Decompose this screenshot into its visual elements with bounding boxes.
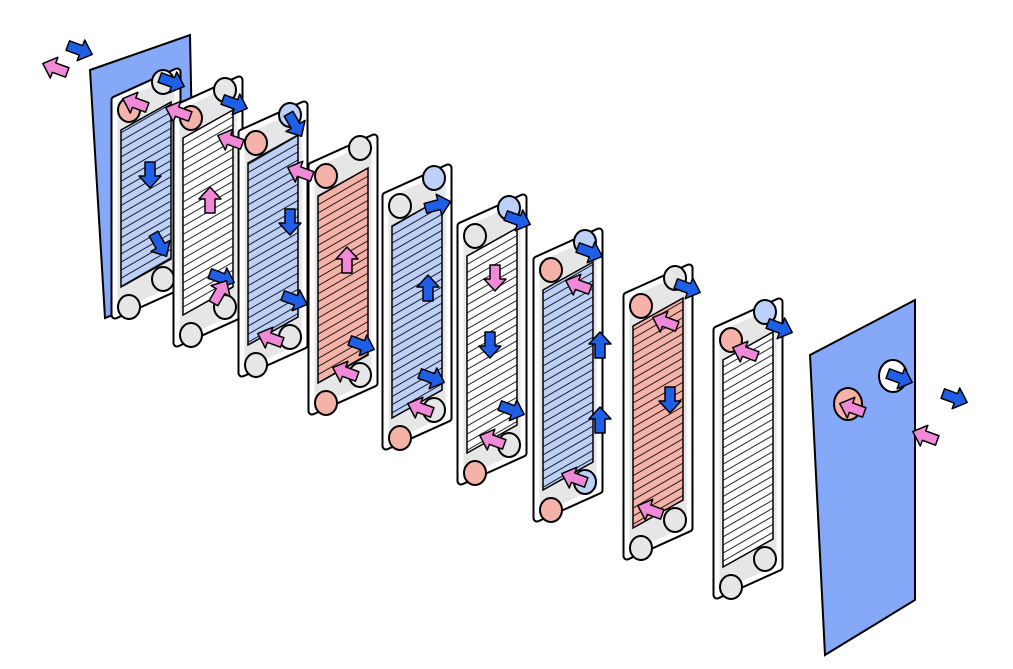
- hot-flow-arrow-icon: [565, 273, 593, 296]
- heat-exchanger-plate: [622, 263, 694, 561]
- hot-flow-arrow-icon: [332, 360, 360, 383]
- hot-flow-arrow-icon: [912, 424, 940, 447]
- hot-flow-arrow-icon: [287, 160, 315, 183]
- port-hole: [463, 223, 487, 249]
- cold-flow-arrow-icon: [416, 274, 440, 302]
- hot-flow-arrow-icon: [407, 396, 435, 419]
- port-hole: [539, 497, 563, 523]
- flow-arrows: [42, 39, 968, 521]
- port-hole: [753, 299, 777, 325]
- heat-exchanger-plate: [712, 297, 784, 600]
- port-hole: [629, 535, 653, 561]
- cold-flow-arrow-icon: [148, 230, 171, 258]
- port-hole: [179, 322, 203, 348]
- cold-flow-arrow-icon: [157, 71, 185, 94]
- hot-flow-arrow-icon: [483, 264, 507, 292]
- port-hole: [629, 293, 653, 319]
- cold-flow-arrow-icon: [478, 331, 502, 359]
- cold-flow-arrow-icon: [65, 39, 93, 62]
- port-hole: [719, 574, 743, 600]
- hot-flow-arrow-icon: [122, 91, 150, 114]
- cold-flow-arrow-icon: [423, 193, 452, 217]
- hot-flow-arrow-icon: [198, 186, 222, 214]
- hot-flow-arrow-icon: [652, 310, 680, 333]
- port-hole: [151, 266, 175, 292]
- cold-flow-arrow-icon: [940, 387, 968, 410]
- cold-flow-arrow-icon: [588, 331, 612, 359]
- cold-flow-arrow-icon: [497, 399, 525, 422]
- cold-flow-arrow-icon: [503, 209, 531, 232]
- pressure-plate: [808, 298, 916, 657]
- port-hole: [348, 135, 372, 161]
- heat-exchanger-plate: [532, 227, 604, 523]
- hot-flow-arrow-icon: [732, 340, 760, 363]
- port-hole: [244, 352, 268, 378]
- cold-flow-arrow-icon: [765, 317, 793, 340]
- heat-exchanger-plate: [307, 133, 379, 416]
- cold-flow-arrow-icon: [673, 277, 701, 300]
- hot-flow-arrow-icon: [165, 100, 193, 123]
- port-hole: [539, 257, 563, 283]
- cold-flow-arrow-icon: [885, 367, 913, 390]
- cold-flow-arrow-icon: [347, 334, 375, 357]
- hot-flow-arrow-icon: [479, 428, 507, 451]
- hot-flow-arrow-icon: [217, 128, 245, 151]
- hot-flow-arrow-icon: [335, 246, 359, 274]
- cold-flow-arrow-icon: [575, 241, 603, 264]
- cold-flow-arrow-icon: [658, 386, 682, 414]
- cold-flow-arrow-icon: [220, 93, 248, 116]
- cold-flow-arrow-icon: [138, 161, 162, 189]
- plate-stack: [110, 67, 784, 600]
- cold-flow-arrow-icon: [278, 208, 302, 236]
- cold-flow-arrow-icon: [588, 406, 612, 434]
- hot-flow-arrow-icon: [637, 498, 665, 521]
- cold-flow-arrow-icon: [283, 110, 306, 138]
- hot-flow-arrow-icon: [839, 396, 867, 419]
- port-hole: [663, 507, 687, 533]
- port-hole: [388, 193, 412, 219]
- port-hole: [314, 163, 338, 189]
- pressure-plate-face: [808, 298, 916, 657]
- hot-flow-arrow-icon: [257, 326, 285, 349]
- port-hole: [314, 390, 338, 416]
- hot-flow-arrow-icon: [42, 56, 70, 79]
- port-hole: [463, 460, 487, 486]
- cold-flow-arrow-icon: [417, 367, 445, 390]
- cold-flow-arrow-icon: [280, 289, 308, 312]
- port-hole: [388, 425, 412, 451]
- hot-flow-arrow-icon: [561, 466, 589, 489]
- port-hole: [753, 546, 777, 572]
- port-hole: [422, 165, 446, 191]
- port-hole: [117, 294, 141, 320]
- hot-flow-arrow-icon: [208, 279, 231, 307]
- port-hole: [244, 130, 268, 156]
